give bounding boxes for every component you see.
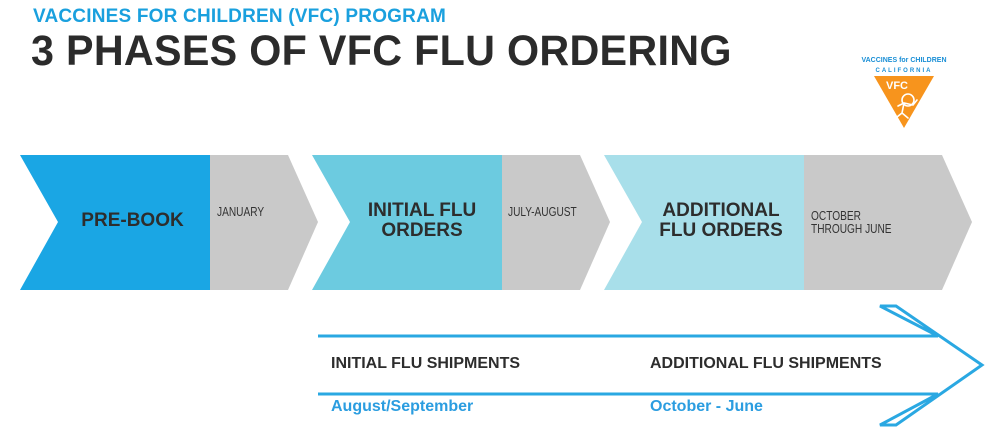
logo-state-text: CALIFORNIA	[876, 68, 933, 74]
logo-badge-text: VFC	[886, 80, 908, 92]
vfc-california-logo: VACCINES for CHILDREN CALIFORNIA VFC	[861, 57, 947, 128]
logo-child-head	[901, 93, 915, 107]
shipments-arrow	[318, 304, 985, 427]
phase-1-label: PRE-BOOK	[60, 211, 205, 231]
phase-2-label-chevron	[312, 155, 502, 290]
phase-2-label: INITIAL FLU ORDERS	[352, 201, 492, 241]
phase-2-date-chevron	[502, 155, 610, 290]
page-title: 3 PHASES OF VFC FLU ORDERING	[31, 27, 732, 75]
phase-2-label-line1: INITIAL FLU	[367, 200, 477, 221]
phase-3-label: ADDITIONAL FLU ORDERS	[648, 201, 794, 241]
program-subtitle: VACCINES FOR CHILDREN (VFC) PROGRAM	[33, 6, 447, 27]
additional-shipments-dates: October - June	[650, 398, 763, 415]
phase-2-date: JULY-AUGUST	[508, 205, 577, 218]
phase-3-date: OCTOBER THROUGH JUNE	[811, 209, 892, 235]
phase-1-date-chevron	[210, 155, 318, 290]
phase-3-date-line1: OCTOBER	[811, 208, 861, 223]
phase-3-date-line2: THROUGH JUNE	[811, 221, 892, 236]
phase-1-label-chevron	[20, 155, 210, 290]
phase-1-date-line1: JANUARY	[217, 204, 265, 219]
logo-triangle	[874, 76, 934, 128]
additional-shipments-label: ADDITIONAL FLU SHIPMENTS	[650, 355, 882, 372]
phase-3-label-line1: ADDITIONAL	[662, 200, 780, 221]
logo-child-body	[896, 99, 918, 119]
phase-3-date-chevron	[804, 155, 972, 290]
initial-shipments-dates: August/September	[331, 398, 474, 415]
logo-top-text: VACCINES for CHILDREN	[861, 57, 946, 64]
phase-3-label-line2: FLU ORDERS	[659, 220, 783, 241]
phase-3-label-chevron	[604, 155, 804, 290]
phase-2-date-line1: JULY-AUGUST	[508, 204, 577, 219]
phase-2-label-line2: ORDERS	[381, 220, 463, 241]
phase-1-label-line1: PRE-BOOK	[81, 210, 184, 231]
phase-1-date: JANUARY	[217, 205, 264, 218]
initial-shipments-label: INITIAL FLU SHIPMENTS	[331, 355, 521, 372]
